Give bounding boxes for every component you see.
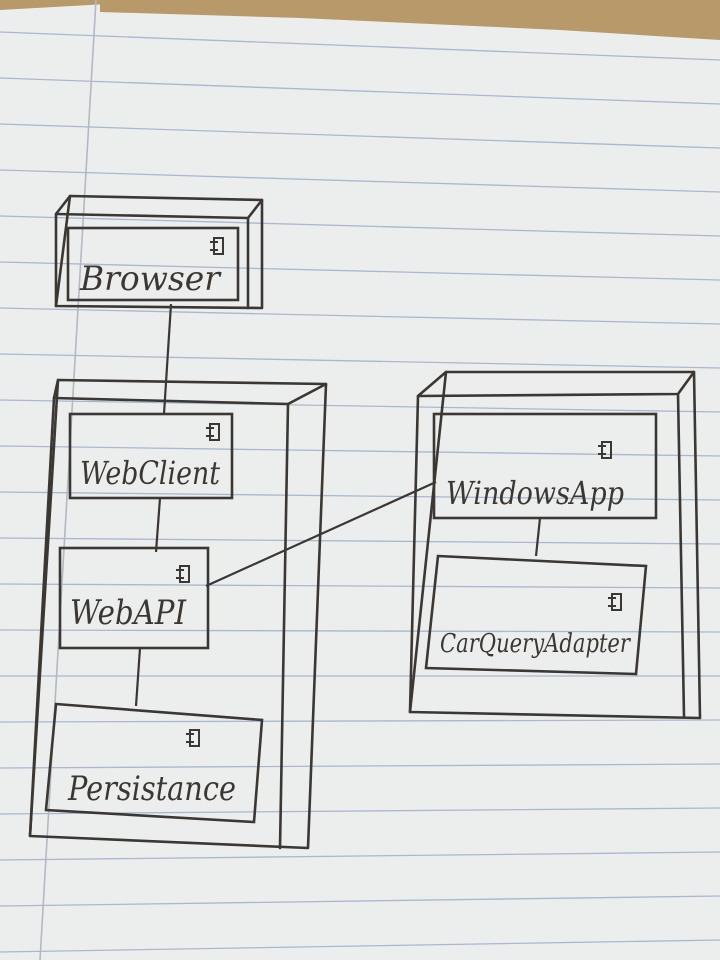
desktop-node xyxy=(408,370,702,720)
browser-node xyxy=(54,194,264,310)
windowsapp-label: WindowsApp xyxy=(446,474,624,512)
webclient-label: WebClient xyxy=(80,454,220,492)
component-icon xyxy=(176,565,190,583)
browser-component: Browser xyxy=(66,226,240,302)
component-icon xyxy=(186,729,200,747)
margin-line xyxy=(39,0,97,960)
webclient-component-box xyxy=(68,412,234,500)
carqueryadapter-label: CarQueryAdapter xyxy=(440,629,631,659)
persistance-component-box xyxy=(44,702,264,824)
browser-component-box xyxy=(66,226,240,302)
connector-webclient-webapi xyxy=(154,497,162,553)
webclient-component: WebClient xyxy=(68,412,234,500)
webapi-label: WebAPI xyxy=(70,593,186,633)
browser-label: Browser xyxy=(79,259,222,299)
persistance-label: Persistance xyxy=(67,769,236,809)
webapi-component-box xyxy=(58,546,210,650)
carqueryadapter-component: CarQueryAdapter xyxy=(424,554,648,676)
windowsapp-component: WindowsApp xyxy=(432,412,658,520)
connector-webapi-windowsapp xyxy=(205,480,437,588)
component-icon xyxy=(608,593,622,611)
carqueryadapter-component-box xyxy=(424,554,648,676)
windowsapp-component-box xyxy=(432,412,658,520)
ruled-lines xyxy=(0,31,720,953)
connector-windowsapp-carqueryadapter xyxy=(534,517,542,557)
webapi-component: WebAPI xyxy=(58,546,210,650)
component-icon xyxy=(210,237,224,255)
server-node xyxy=(28,378,328,850)
component-icon xyxy=(206,423,220,441)
component-icon xyxy=(598,441,612,459)
table-corner xyxy=(100,0,720,40)
persistance-component: Persistance xyxy=(44,702,264,824)
connector-webapi-persistance xyxy=(134,647,142,707)
connector-browser-webclient xyxy=(162,303,173,415)
